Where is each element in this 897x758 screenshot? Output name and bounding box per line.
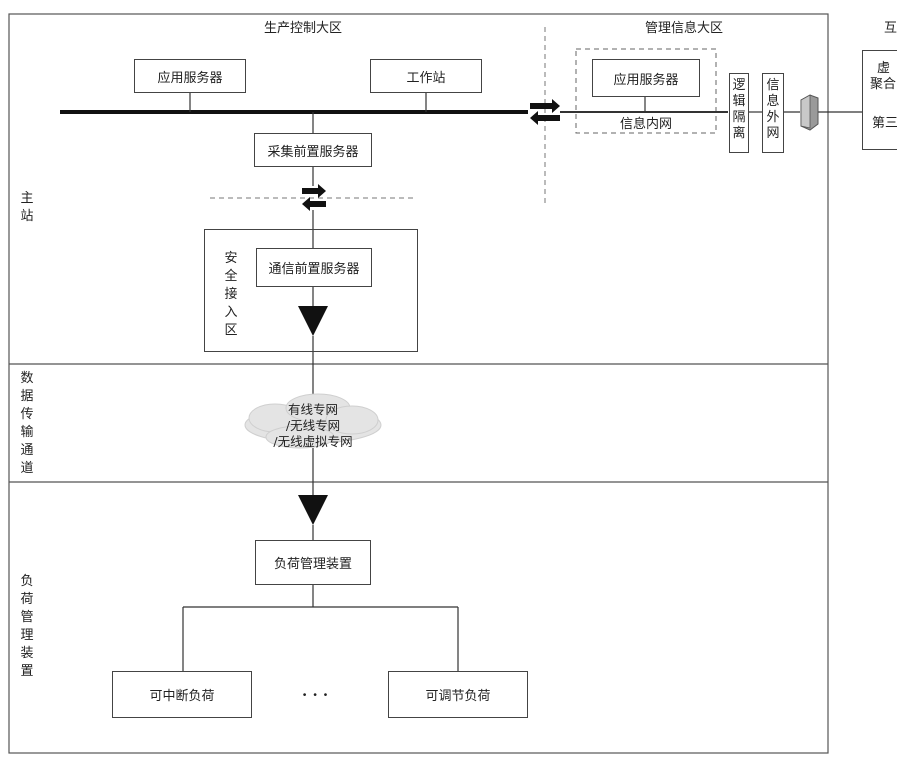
section-label-channel: 数据传输通道	[20, 371, 34, 476]
section-label-device: 负荷管理装置	[20, 574, 34, 679]
section-label-master: 主站	[20, 191, 34, 224]
logical-isolation: 逻辑隔离	[729, 73, 749, 153]
secure-access-zone-label: 安全接入区	[224, 251, 238, 338]
mgmt-dashed-frame	[575, 48, 717, 134]
network-label-wireless: /无线专网	[285, 418, 341, 433]
down-arrow-icon	[298, 495, 328, 525]
outer-frame	[8, 13, 829, 754]
network-label-wired: 有线专网	[287, 402, 338, 417]
down-arrow-icon	[298, 306, 328, 336]
zone-title-management: 管理信息大区	[645, 21, 724, 36]
bidirectional-arrow-icon	[530, 99, 560, 125]
network-label-virtual: /无线虚拟专网	[273, 434, 353, 449]
zone-title-production: 生产控制大区	[264, 21, 343, 36]
secure-access-zone-frame	[204, 229, 418, 352]
comm-server: 通信前置服务器	[256, 248, 372, 287]
aggregator-text-1: 虚	[877, 61, 891, 76]
aggregator-text-2: 聚合	[870, 77, 897, 92]
app-server-production: 应用服务器	[134, 59, 246, 93]
interruptible-load: 可中断负荷	[112, 671, 252, 718]
app-server-management: 应用服务器	[592, 59, 700, 97]
adjustable-load: 可调节负荷	[388, 671, 528, 718]
info-extranet: 信息外网	[762, 73, 784, 153]
workstation: 工作站	[370, 59, 482, 93]
cloud-icon	[244, 393, 382, 449]
ellipsis: · · ·	[302, 686, 329, 704]
aggregator-box	[862, 50, 897, 150]
exchange-arrow-icon	[302, 184, 326, 211]
firewall-icon	[800, 94, 819, 131]
zone-title-internet: 互	[884, 21, 897, 36]
third-party-text: 第三	[872, 116, 897, 131]
info-intranet-label: 信息内网	[620, 117, 673, 132]
acquisition-server: 采集前置服务器	[254, 133, 372, 167]
load-management-device: 负荷管理装置	[255, 540, 371, 585]
